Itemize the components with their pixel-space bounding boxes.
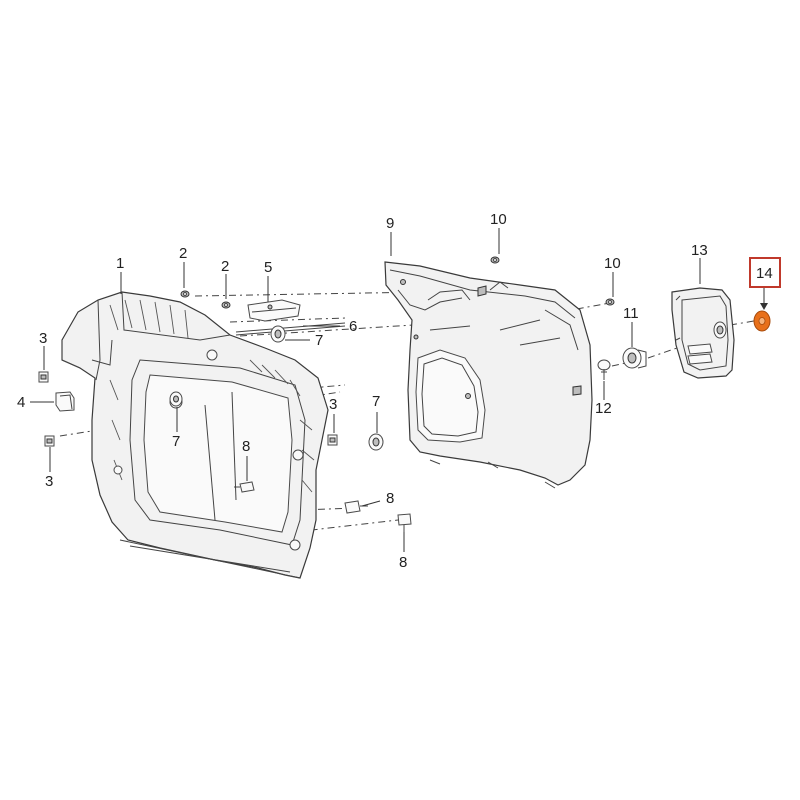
part-7-grommet-b[interactable]	[169, 391, 183, 407]
part-7-grommet-c[interactable]	[368, 433, 384, 451]
part-13-access-cover[interactable]	[671, 287, 735, 379]
callout-13[interactable]: 13	[691, 242, 708, 259]
part-3-clip-c[interactable]	[327, 434, 338, 446]
callout-7c[interactable]: 7	[372, 393, 380, 410]
callout-labels: 1 2 2 3 4 3 5 6 7 7 3 7 8 8 8 9 10 10 11…	[17, 211, 773, 571]
part-12-push-clip[interactable]	[597, 359, 611, 380]
callout-3b[interactable]: 3	[45, 473, 53, 490]
callout-10a[interactable]: 10	[490, 211, 507, 228]
part-5-bracket[interactable]	[247, 299, 301, 322]
part-3-clip-b[interactable]	[44, 435, 55, 447]
part-8-pin-b[interactable]	[344, 500, 368, 514]
part-2-screw-b[interactable]	[221, 301, 231, 309]
part-9-trim-panel[interactable]	[384, 261, 593, 489]
callout-8c[interactable]: 8	[399, 554, 407, 571]
callout-11[interactable]: 11	[623, 305, 639, 322]
part-7-grommet-a[interactable]	[270, 325, 286, 343]
part-4-pad[interactable]	[55, 391, 75, 412]
callout-6[interactable]: 6	[349, 318, 357, 335]
callout-8a[interactable]: 8	[242, 438, 250, 455]
part-1-inner-panel-frame[interactable]	[61, 291, 329, 579]
part-14-highlighted-nut[interactable]	[753, 310, 771, 332]
callout-14[interactable]: 14	[756, 265, 773, 282]
part-8-pin-c[interactable]	[397, 513, 412, 532]
part-3-clip-a[interactable]	[38, 371, 49, 383]
callout-10b[interactable]: 10	[604, 255, 621, 272]
part-11-grommet[interactable]	[622, 347, 647, 369]
part-8-pin-a[interactable]	[234, 481, 255, 493]
part-10-screw-a[interactable]	[490, 256, 500, 264]
callout-7a[interactable]: 7	[315, 332, 323, 349]
callout-12[interactable]: 12	[595, 400, 612, 417]
callout-4[interactable]: 4	[17, 394, 25, 411]
part-10-screw-b[interactable]	[605, 298, 615, 306]
callout-8b[interactable]: 8	[386, 490, 394, 507]
callout-5[interactable]: 5	[264, 259, 272, 276]
callout-3a[interactable]: 3	[39, 330, 47, 347]
callout-1[interactable]: 1	[116, 255, 124, 272]
leader-lines	[30, 228, 768, 552]
callout-2a[interactable]: 2	[179, 245, 187, 262]
callout-9[interactable]: 9	[386, 215, 394, 232]
callout-14-highlight-box	[749, 257, 781, 288]
callout-7b[interactable]: 7	[172, 433, 180, 450]
part-2-screw-a[interactable]	[180, 290, 190, 298]
callout-3c[interactable]: 3	[329, 396, 337, 413]
part-6-rod[interactable]	[235, 322, 346, 336]
callout-2b[interactable]: 2	[221, 258, 229, 275]
